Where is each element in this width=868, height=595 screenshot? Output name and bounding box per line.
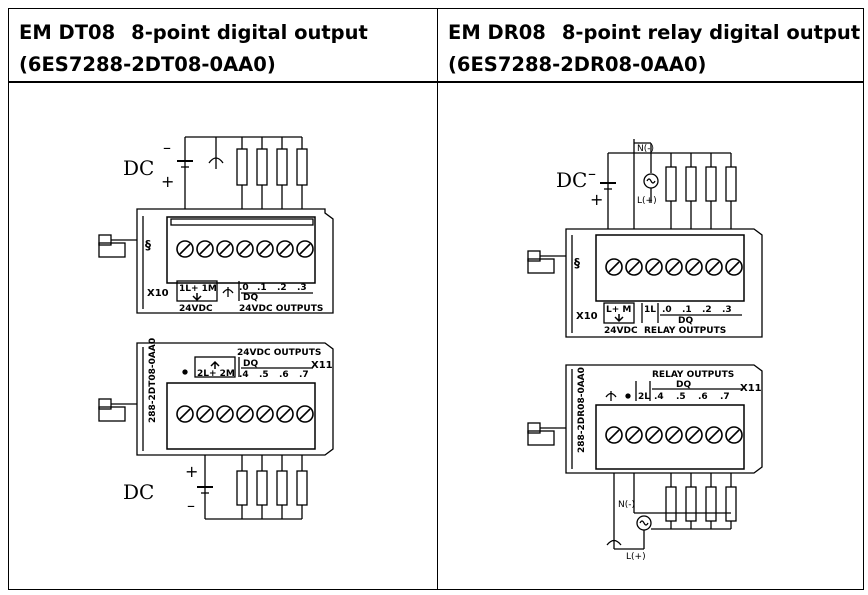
module-side-label: 288-2DR08-0AA0 — [577, 367, 587, 453]
wiring-diagram-cell-dt08: DC – + — [9, 83, 437, 589]
neutral-label: N(-) — [618, 500, 635, 510]
port-label-x11: X11 — [740, 383, 762, 394]
power-terminal-labels: 2L+ 2M — [197, 369, 235, 379]
terminal-block-x10: § X10 1L+ 1M 24VDC — [98, 208, 334, 314]
svg-text:.2: .2 — [277, 283, 287, 293]
svg-text:.5: .5 — [259, 370, 269, 380]
power-caption: 24VDC — [179, 304, 213, 314]
header-cell-em-dt08: EM DT08 8-point digital output (6ES7288-2… — [9, 9, 437, 83]
svg-text:.0: .0 — [239, 283, 249, 293]
outputs-caption: RELAY OUTPUTS — [644, 326, 726, 336]
ground-terminal-icon — [605, 391, 617, 401]
svg-text:.6: .6 — [279, 370, 289, 380]
svg-text:.6: .6 — [698, 392, 708, 402]
wiring-diagram-dt08: DC – + — [98, 136, 334, 520]
svg-text:§: § — [574, 256, 580, 270]
model-description: 8-point digital output — [131, 21, 368, 44]
model-name: EM DR08 — [448, 21, 546, 44]
neutral-label: N(-) — [637, 144, 654, 154]
terminal-block-x11: 288-2DR08-0AA0 RELAY OUTPUTS 2L DQ .4 .5… — [527, 364, 763, 474]
power-caption: 24VDC — [604, 326, 638, 336]
load-resistors-top — [665, 153, 737, 229]
ground-terminal-icon — [222, 287, 234, 297]
minus-sign: – — [588, 164, 596, 183]
minus-sign: – — [163, 138, 171, 157]
common-terminal: 1L — [644, 305, 656, 315]
svg-text:.7: .7 — [299, 370, 309, 380]
svg-text:.1: .1 — [257, 283, 267, 293]
battery-symbol-top — [177, 136, 302, 209]
outputs-caption: RELAY OUTPUTS — [652, 370, 734, 380]
ground-icon — [606, 539, 622, 549]
dc-label: DC — [123, 480, 154, 504]
minus-sign: – — [187, 496, 195, 515]
svg-text:.4: .4 — [239, 370, 249, 380]
power-terminal-labels: L+ M — [606, 305, 631, 315]
port-label-x10: X10 — [576, 311, 598, 322]
dq-label: DQ — [243, 293, 258, 303]
load-resistors-top — [236, 137, 308, 209]
dq-label: DQ — [678, 316, 693, 326]
line-label: L(+) — [626, 552, 646, 562]
dc-label: DC — [123, 156, 154, 180]
svg-text:§: § — [145, 238, 151, 252]
order-number: (6ES7288-2DR08-0AA0) — [448, 53, 707, 76]
load-resistors-bottom — [651, 473, 737, 530]
wiring-diagram-cell-dr08: DC – + N(-) L(+) — [437, 83, 863, 589]
svg-text:.3: .3 — [722, 305, 732, 315]
terminal-block-x11: 288-2DT08-0AA0 24VDC OUTPUTS 2L+ 2M DQ .… — [98, 338, 334, 456]
order-number: (6ES7288-2DT08-0AA0) — [19, 53, 276, 76]
model-description: 8-point relay digital output — [561, 21, 861, 44]
svg-text:.4: .4 — [654, 392, 664, 402]
module-side-label: 288-2DT08-0AA0 — [148, 338, 158, 423]
terminal-block-x10: § X10 L+ M 24VDC 1L — [527, 228, 763, 338]
svg-text:.1: .1 — [682, 305, 692, 315]
svg-text:.5: .5 — [676, 392, 686, 402]
svg-text:.0: .0 — [662, 305, 672, 315]
plus-sign: + — [185, 462, 198, 481]
outputs-caption: 24VDC OUTPUTS — [237, 348, 321, 358]
header-cell-em-dr08: EM DR08 8-point relay digital output (6ES… — [437, 9, 863, 83]
svg-text:.7: .7 — [720, 392, 730, 402]
power-terminal-labels: 1L+ 1M — [179, 284, 217, 294]
svg-text:.3: .3 — [297, 283, 307, 293]
common-terminal: 2L — [638, 392, 650, 402]
dq-label: DQ — [676, 380, 691, 390]
dq-label: DQ — [243, 359, 258, 369]
ground-icon — [208, 137, 224, 169]
dc-label: DC — [556, 168, 587, 192]
model-name: EM DT08 — [19, 21, 116, 44]
plus-sign: + — [590, 190, 603, 209]
plus-sign: + — [161, 172, 174, 191]
wiring-diagram-dr08: DC – + N(-) L(+) — [527, 139, 763, 562]
port-label-x11: X11 — [311, 360, 333, 371]
outputs-caption: 24VDC OUTPUTS — [239, 304, 323, 314]
line-label: L(+) — [637, 196, 657, 206]
load-resistors-bottom — [236, 455, 308, 519]
port-label-x10: X10 — [147, 288, 169, 299]
spec-table: EM DT08 8-point digital output (6ES7288-2… — [8, 8, 864, 590]
battery-symbol-bottom — [197, 455, 302, 520]
svg-text:.2: .2 — [702, 305, 712, 315]
